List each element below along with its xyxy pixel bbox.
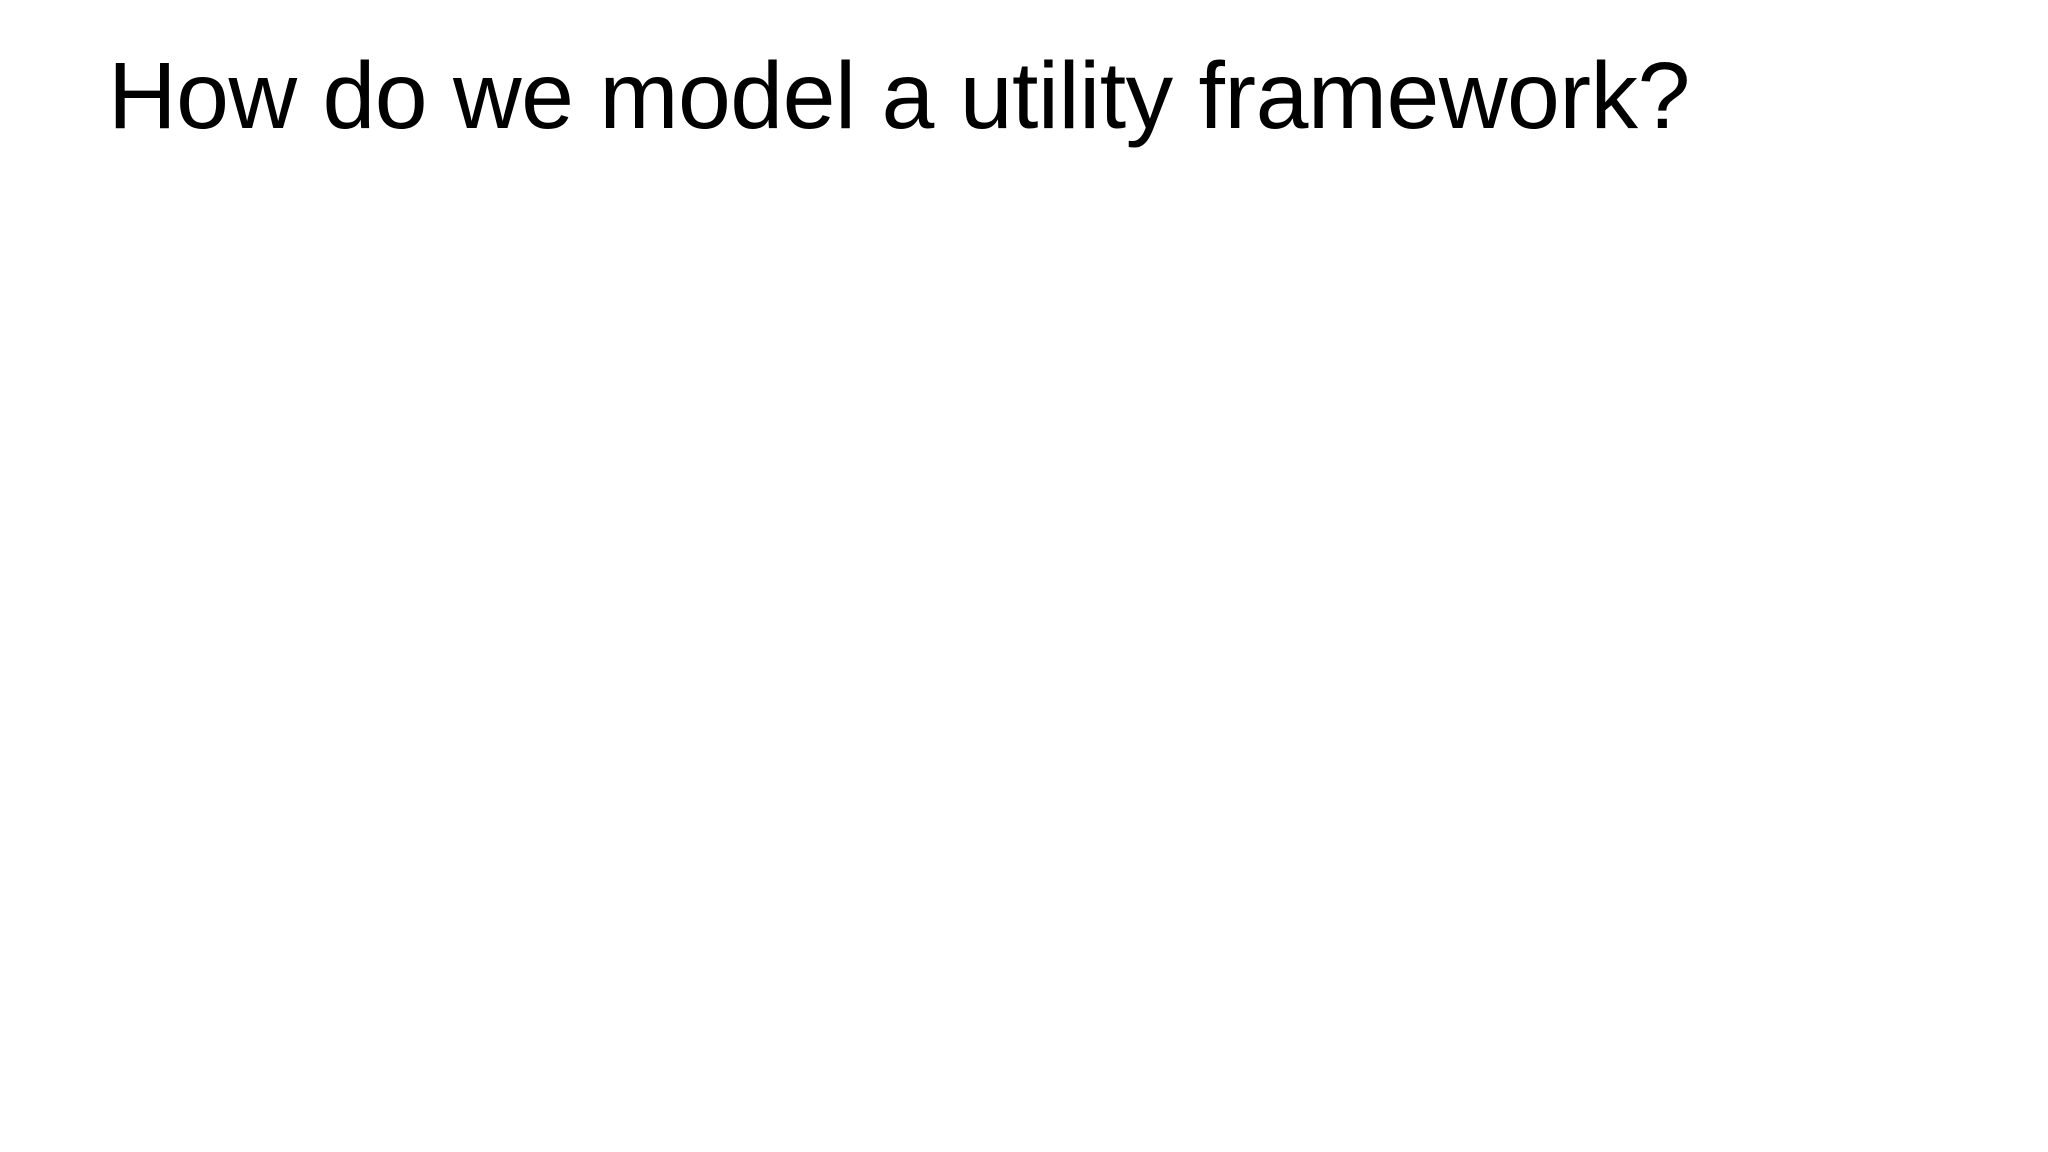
body-content-placeholder[interactable]	[108, 230, 1948, 1060]
title-placeholder[interactable]: How do we model a utility framework?	[108, 40, 1948, 190]
slide-title: How do we model a utility framework?	[108, 43, 1690, 149]
